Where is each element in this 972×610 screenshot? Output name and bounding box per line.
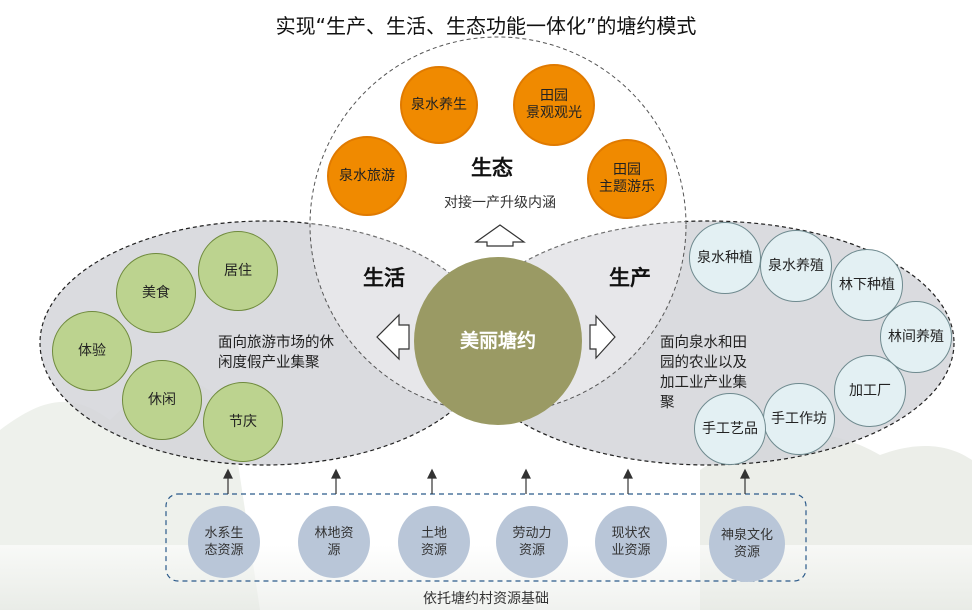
left-arrow-icon — [376, 313, 410, 361]
center-circle: 美丽塘约 — [414, 257, 582, 425]
life-label: 生活 — [363, 266, 405, 290]
ecology-item: 田园 景观观光 — [513, 64, 595, 146]
production-item: 林下种植 — [831, 249, 903, 321]
life-item: 美食 — [116, 253, 196, 333]
ecology-item: 田园 主题游乐 — [587, 139, 667, 219]
production-item: 手工作坊 — [763, 383, 835, 455]
production-item: 林间养殖 — [880, 301, 952, 373]
resource-item: 现状农 业资源 — [595, 506, 667, 578]
resource-item: 土地 资源 — [398, 506, 470, 578]
production-description: 面向泉水和田 园的农业以及 加工业产业集 聚 — [660, 335, 747, 411]
life-description: 面向旅游市场的休 闲度假产业集聚 — [218, 335, 334, 371]
ecology-item: 泉水旅游 — [327, 136, 407, 216]
production-item: 手工艺品 — [694, 393, 766, 465]
ecology-label: 生态 — [471, 156, 513, 180]
life-item: 节庆 — [203, 382, 283, 462]
life-item: 体验 — [52, 311, 132, 391]
production-item: 泉水种植 — [689, 222, 761, 294]
production-item: 泉水养殖 — [760, 230, 832, 302]
resource-caption: 依托塘约村资源基础 — [423, 591, 549, 607]
right-arrow-icon — [589, 314, 616, 360]
resource-item: 林地资 源 — [298, 506, 370, 578]
production-item: 加工厂 — [834, 355, 906, 427]
resource-arrows — [223, 468, 750, 494]
ecology-subtitle: 对接一产升级内涵 — [444, 195, 556, 211]
ecology-item: 泉水养生 — [400, 66, 478, 144]
production-label: 生产 — [609, 266, 651, 290]
life-item: 休闲 — [122, 360, 202, 440]
resource-item: 劳动力 资源 — [496, 506, 568, 578]
life-item: 居住 — [198, 231, 278, 311]
up-arrow-icon — [474, 224, 526, 247]
resource-box — [165, 493, 807, 582]
page-title: 实现“生产、生活、生态功能一体化”的塘约模式 — [275, 14, 697, 38]
resource-item: 水系生 态资源 — [188, 506, 260, 578]
resource-item: 神泉文化 资源 — [709, 506, 785, 582]
